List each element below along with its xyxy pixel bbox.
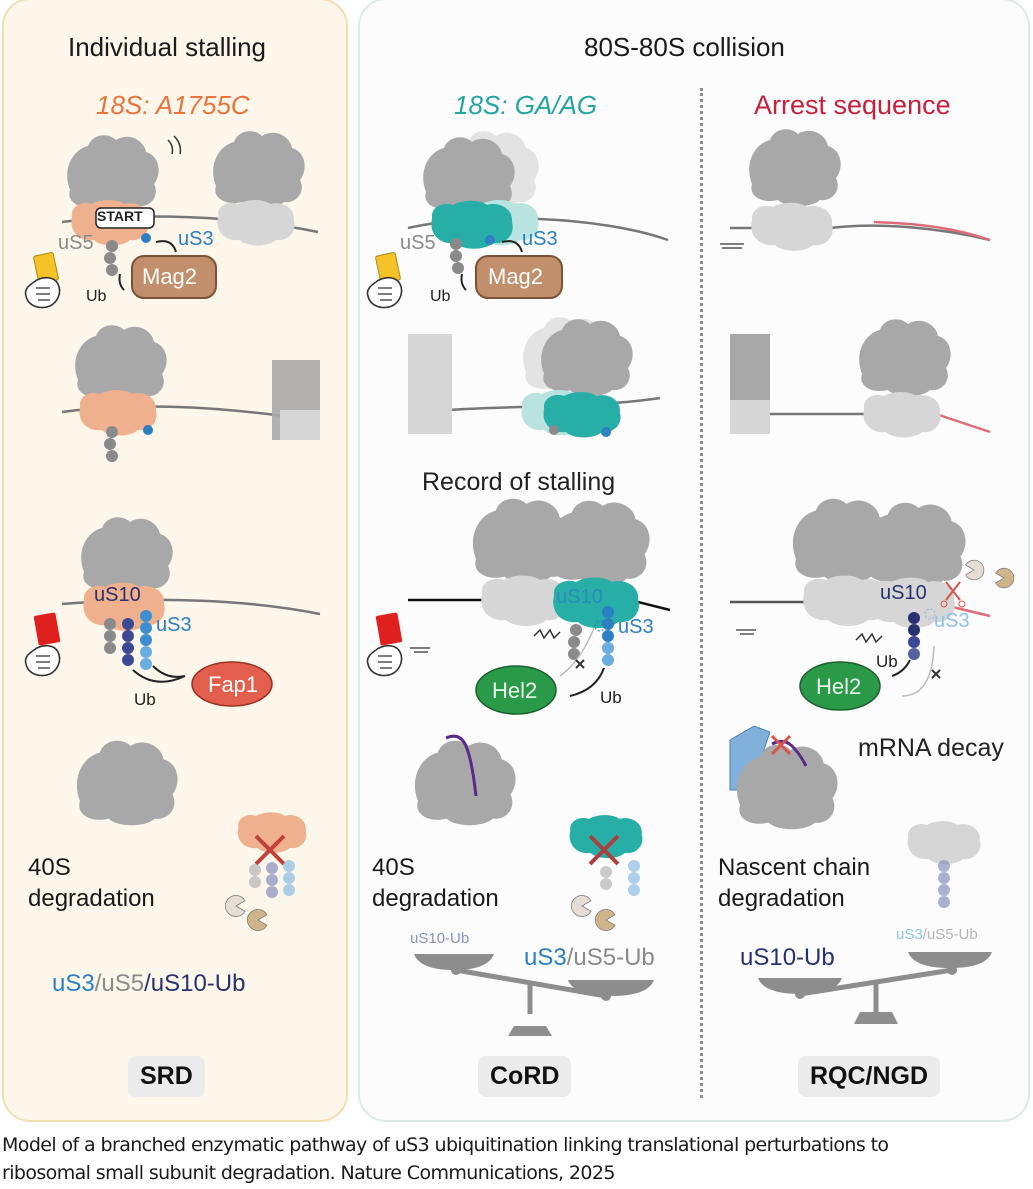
hel2-enzyme bbox=[475, 665, 557, 715]
ub-label: Ub bbox=[430, 288, 451, 305]
start-codon-label: START bbox=[97, 208, 143, 224]
proteasome-icon bbox=[995, 567, 1015, 589]
record-of-stalling-label: Record of stalling bbox=[422, 468, 616, 496]
us5-ub-text: uS5-Ub bbox=[926, 926, 978, 943]
mrna-decay-label: mRNA decay bbox=[858, 734, 1004, 762]
separator: / bbox=[144, 970, 151, 997]
ub-label: Ub bbox=[876, 652, 898, 671]
scale-heavy-label: uS10-Ub bbox=[740, 944, 835, 971]
red-card-icon bbox=[33, 612, 61, 646]
outcome-line1: 40S bbox=[28, 854, 71, 881]
fap1-enzyme bbox=[191, 661, 273, 707]
arrest-sequence-mrna bbox=[873, 220, 991, 242]
us10-label: uS10 bbox=[94, 584, 141, 606]
ribosome-60s bbox=[213, 131, 305, 209]
left-ub-summary: uS3/uS5/uS10-Ub bbox=[52, 970, 245, 998]
scale-heavy-label: uS3/uS5-Ub bbox=[524, 944, 655, 972]
ub-chain-us3 bbox=[140, 610, 152, 670]
us5-label: uS5 bbox=[58, 232, 94, 254]
start-codon-box bbox=[95, 207, 155, 229]
balance-scale bbox=[758, 952, 992, 1024]
proteasome-icon bbox=[225, 895, 246, 917]
us10-label: uS10 bbox=[880, 582, 927, 604]
us3-label: uS3 bbox=[618, 616, 654, 638]
left-trigger-label: 18S: A1755C bbox=[96, 90, 250, 120]
separator: / bbox=[94, 970, 102, 997]
mag2-enzyme bbox=[131, 255, 217, 299]
us3-text: uS3 bbox=[52, 970, 95, 997]
us3-label: uS3 bbox=[934, 610, 970, 632]
ribosome-40s-teal bbox=[431, 200, 513, 249]
scissors-icon bbox=[945, 581, 961, 601]
column-divider bbox=[700, 88, 703, 1098]
us3-label: uS3 bbox=[156, 614, 192, 636]
us5-ub-text: uS5-Ub bbox=[573, 944, 655, 971]
us3-dot bbox=[141, 233, 151, 243]
us10-label: uS10 bbox=[556, 586, 603, 608]
mag2-enzyme bbox=[475, 255, 563, 299]
pathway-badge-rqc-ngd: RQC/NGD bbox=[798, 1056, 941, 1097]
outcome-line2: degradation bbox=[372, 885, 499, 912]
hand-icon bbox=[24, 276, 61, 309]
free-60s bbox=[76, 740, 178, 826]
hand-icon bbox=[24, 644, 61, 677]
proteasome-icon bbox=[247, 909, 268, 931]
scale-light-label: uS10-Ub bbox=[410, 930, 470, 947]
nascent-chain bbox=[445, 734, 478, 797]
balance-scale bbox=[414, 954, 654, 1036]
hel2-label: Hel2 bbox=[816, 674, 862, 699]
outcome-line1: Nascent chain bbox=[718, 854, 871, 881]
pathway-badge-cord: CoRD bbox=[478, 1056, 572, 1097]
proteasome-icon bbox=[965, 559, 985, 581]
hel2-enzyme bbox=[799, 661, 881, 711]
fap1-label: Fap1 bbox=[208, 672, 259, 697]
ub-label: Ub bbox=[86, 288, 107, 305]
outcome-line2: degradation bbox=[28, 885, 155, 912]
collision-header: 80S-80S collision bbox=[584, 32, 785, 62]
red-card-icon bbox=[375, 612, 403, 646]
hel2-label: Hel2 bbox=[492, 678, 538, 703]
us3-label: uS3 bbox=[178, 228, 214, 250]
mag2-label: Mag2 bbox=[142, 264, 198, 289]
separator: / bbox=[566, 944, 574, 971]
left-column-title: Individual stalling bbox=[68, 32, 267, 62]
right-outcome-label: Nascent chain degradation bbox=[718, 852, 870, 914]
wobble-icon bbox=[167, 135, 182, 155]
us3-text: uS3 bbox=[524, 944, 567, 971]
figure-caption-line2: ribosomal small subunit degradation. Nat… bbox=[2, 1162, 615, 1184]
us3-label: uS3 bbox=[522, 228, 558, 250]
right-trigger-label: Arrest sequence bbox=[754, 90, 951, 120]
separator: / bbox=[922, 926, 927, 943]
left-outcome-label: 40S degradation bbox=[28, 852, 155, 914]
ub-label: Ub bbox=[600, 688, 622, 707]
hand-icon bbox=[366, 276, 403, 309]
ub-chain-us5 bbox=[104, 618, 116, 654]
us5-text: uS5 bbox=[101, 970, 145, 997]
ub-chain-us3 bbox=[602, 606, 614, 666]
middle-outcome-label: 40S degradation bbox=[372, 852, 499, 914]
ub-chain-us10 bbox=[122, 618, 134, 666]
us5-label: uS5 bbox=[400, 232, 436, 254]
us10-ub-text: uS10-Ub bbox=[150, 970, 246, 997]
proteasome-icon bbox=[595, 909, 616, 931]
mag2-label: Mag2 bbox=[488, 264, 544, 289]
ub-label: Ub bbox=[134, 690, 156, 709]
outcome-line2: degradation bbox=[718, 885, 845, 912]
proteasome-icon bbox=[571, 895, 592, 917]
figure-caption-line1: Model of a branched enzymatic pathway of… bbox=[2, 1134, 889, 1156]
ribosome-40s bbox=[217, 199, 295, 246]
ub-chain-us10 bbox=[908, 612, 920, 660]
middle-trigger-label: 18S: GA/AG bbox=[454, 90, 598, 120]
us3-text: uS3 bbox=[896, 926, 923, 943]
scale-light-label: uS3/uS5-Ub bbox=[896, 926, 978, 943]
outcome-line1: 40S bbox=[372, 854, 415, 881]
pathway-badge-srd: SRD bbox=[128, 1056, 205, 1097]
hand-icon bbox=[366, 644, 403, 677]
